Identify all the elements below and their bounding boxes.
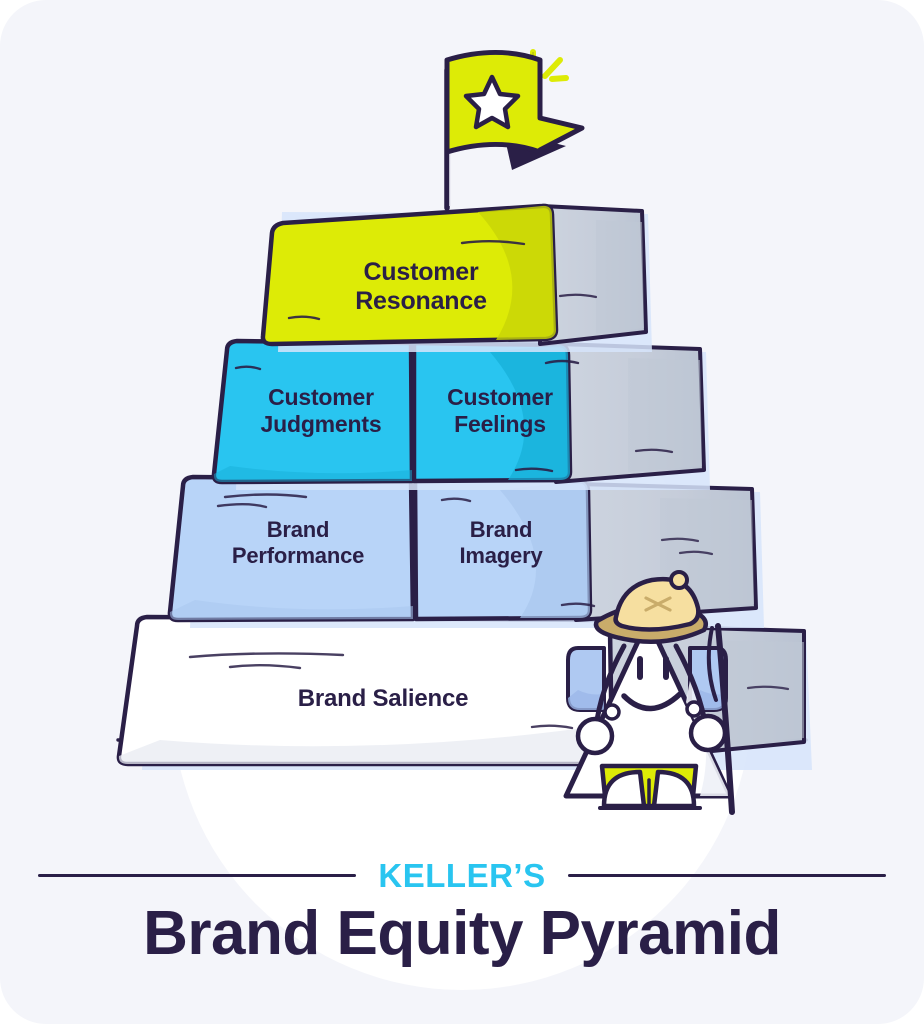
divider-line-right [567,874,886,878]
hiker-mascot [563,570,735,815]
tier-brand-resonance [260,203,652,352]
flag-with-star-icon [444,49,585,211]
safari-hat-icon [593,570,708,645]
page-title: Brand Equity Pyramid [143,898,781,968]
divider-line-left [38,874,357,878]
eyebrow-row: KELLER’S [0,857,924,895]
walking-stick-icon [706,623,735,815]
backpack-icon [566,646,728,712]
footer-title-block: KELLER’S Brand Equity Pyramid [0,857,924,966]
eyebrow-text: KELLER’S [378,856,546,894]
tier-brand-response [211,338,710,490]
tier-brand-meaning [167,474,764,628]
smiley-face-icon [621,656,683,712]
star-icon [463,74,521,130]
